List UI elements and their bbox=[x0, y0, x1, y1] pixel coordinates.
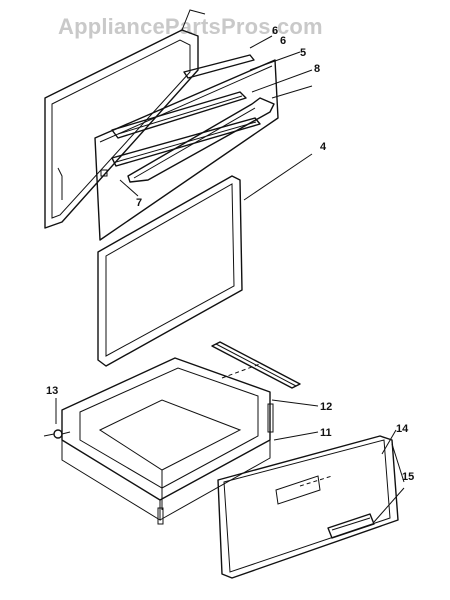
crisper-tub bbox=[61, 357, 274, 525]
crisper-cover-panel bbox=[94, 59, 279, 241]
handle-insert-15 bbox=[327, 513, 375, 539]
callout-12: 12 bbox=[320, 401, 332, 413]
leader-lines bbox=[55, 35, 405, 523]
callout-5: 5 bbox=[300, 47, 306, 59]
callout-13: 13 bbox=[46, 385, 58, 397]
cover-clip bbox=[100, 169, 108, 177]
callout-4: 4 bbox=[320, 141, 327, 153]
trim-handle-8 bbox=[127, 97, 275, 183]
drawer-handle-slot bbox=[275, 475, 321, 505]
callout-11: 11 bbox=[320, 427, 332, 439]
cabinet-housing bbox=[44, 9, 206, 229]
callout-6-top: 6 bbox=[272, 25, 278, 37]
callout-7: 7 bbox=[136, 197, 142, 209]
drawer-front-14 bbox=[217, 435, 399, 579]
watermark-text: AppliancePartsPros.com bbox=[58, 14, 323, 39]
top-rail-5 bbox=[111, 91, 247, 139]
callout-14: 14 bbox=[396, 423, 409, 435]
screw-13 bbox=[43, 429, 71, 439]
tub-bracket-left bbox=[157, 507, 164, 525]
callout-6: 6 bbox=[280, 35, 286, 47]
tub-bracket-right bbox=[267, 403, 274, 433]
callout-15: 15 bbox=[402, 471, 414, 483]
seal-frame-4 bbox=[97, 175, 243, 367]
callout-8: 8 bbox=[314, 63, 320, 75]
frame-rail-6 bbox=[183, 54, 255, 79]
